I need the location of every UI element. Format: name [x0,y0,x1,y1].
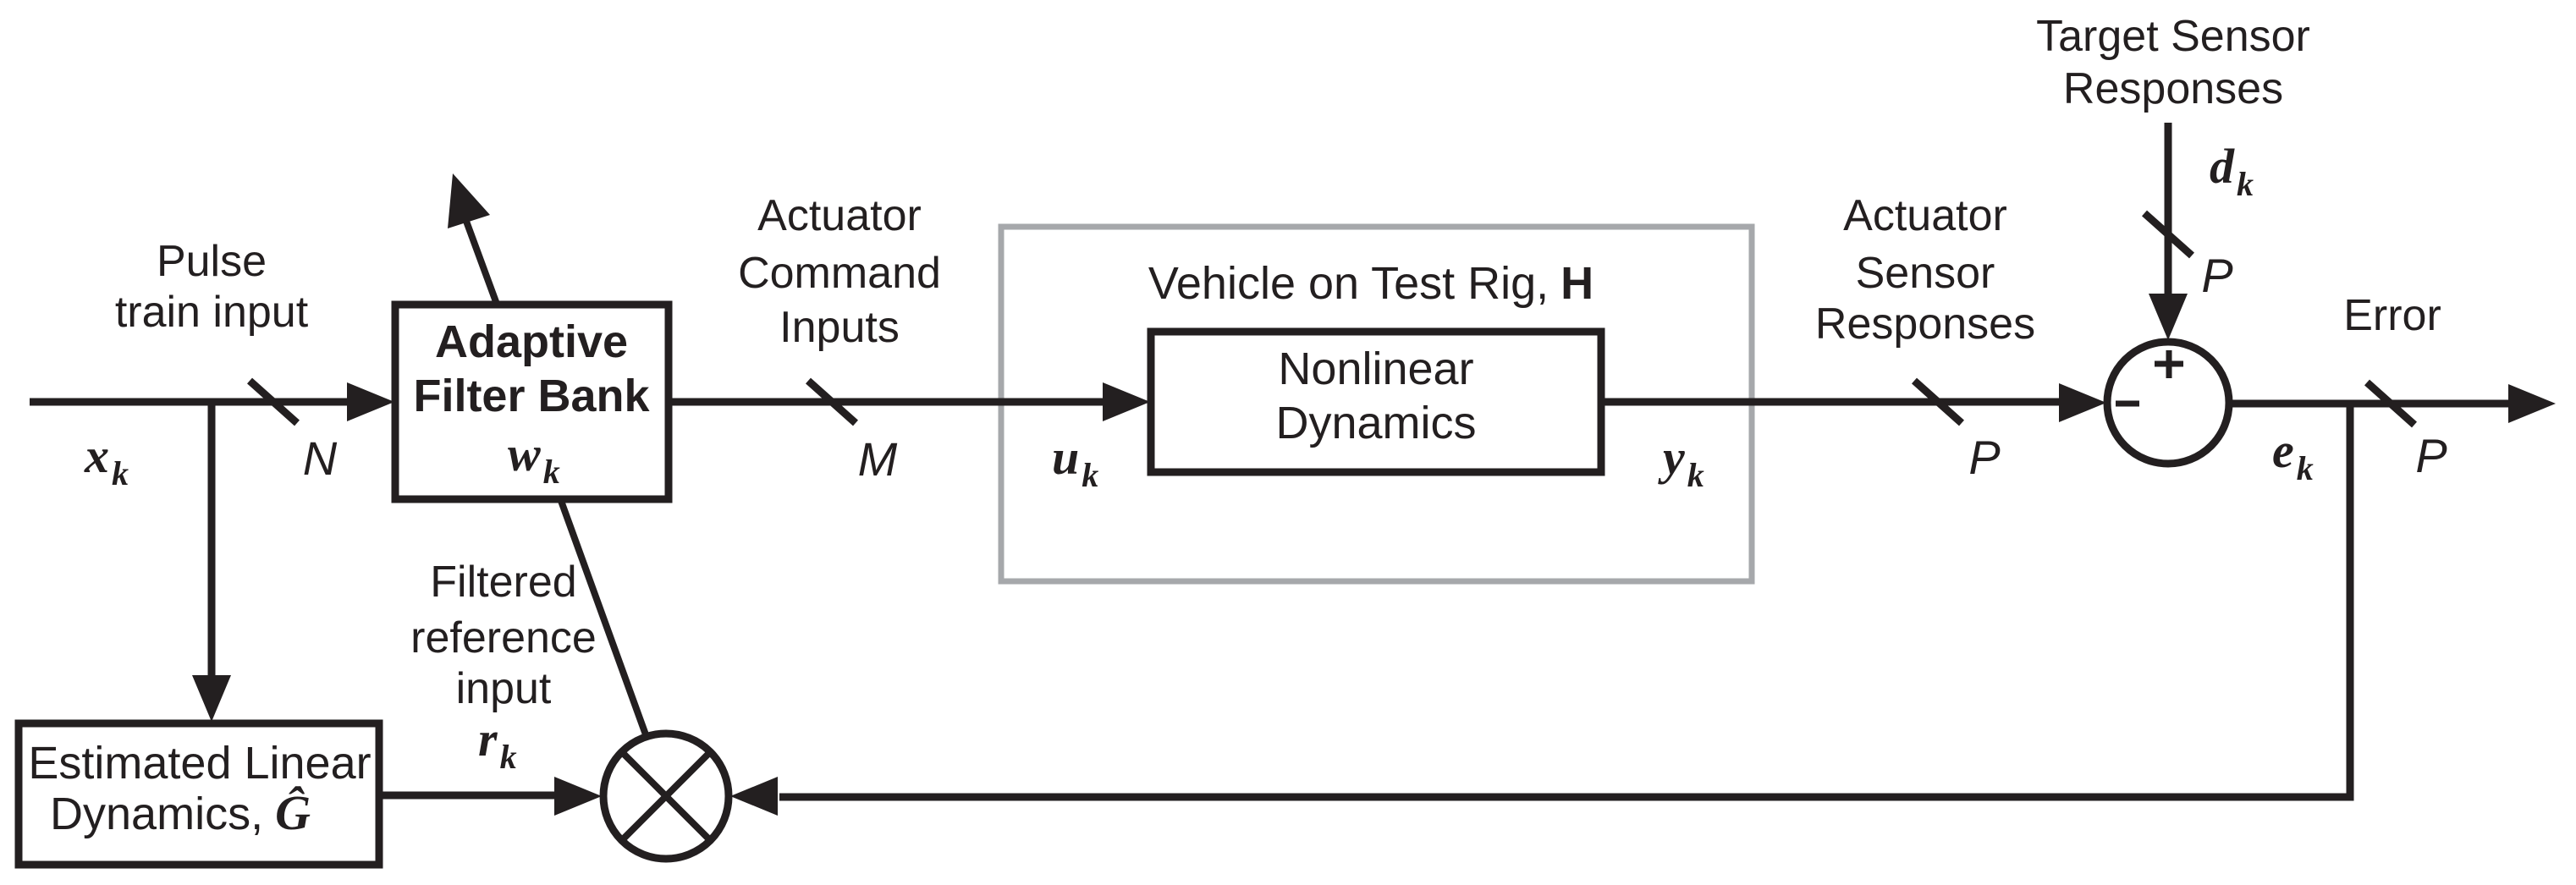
signal-r-main: r [478,712,498,767]
signal-d-sub: k [2237,165,2254,203]
signal-e-sub: k [2297,449,2314,487]
signal-x-sub: k [112,454,129,492]
bus-slash-p-sensor [1912,377,1964,426]
error-label: Error [2343,291,2441,340]
target-sensor-label-line1: Target Sensor [2036,12,2310,61]
bus-width-p-sensor-label: P [1968,431,2000,484]
nonlinear-dynamics-label-line2: Dynamics [1275,398,1476,448]
arrowhead-into-estimated-dynamics [192,675,231,722]
bus-slash-m [806,377,858,426]
bus-slash-p-target [2142,210,2194,259]
error-feedback-wire [779,404,2354,801]
bus-width-p-target-label: P [2201,249,2232,302]
signal-w-sub: k [543,453,560,491]
summing-junction [2103,338,2233,468]
adaptive-filter-bank-label-line2: Filter Bank [413,371,650,421]
arrowhead-into-nonlinear [1103,382,1150,421]
nonlinear-dynamics-block [1147,327,1605,476]
vehicle-test-rig-label: Vehicle on Test Rig,H [1148,258,1593,309]
signal-y-label: yk [1658,430,1704,494]
arrowhead-into-filter-bank [347,382,394,421]
vehicle-test-rig-text: Vehicle on Test Rig, [1148,258,1549,309]
signal-e-label: ek [2272,423,2314,487]
arrowhead-error-output [2508,384,2556,423]
signal-w-label: wk [508,426,560,491]
signal-x-label: xk [84,428,129,492]
actuator-sensor-label-line3: Responses [1815,300,2035,349]
signal-y-main: y [1658,430,1685,485]
arrowhead-feedback-into-multiplier [730,777,778,816]
signal-d-main: d [2210,139,2235,194]
actuator-sensor-label-line2: Sensor [1856,249,1995,298]
weight-update-wire [461,215,501,308]
estimated-linear-dynamics-symbol-G: Ĝ [275,785,311,840]
actuator-command-label-line1: Actuator [757,191,922,240]
signal-u-main: u [1052,430,1079,485]
signal-r-label: rk [478,712,517,776]
multiplier-cross-2 [620,750,712,842]
filtered-reference-label-line2: reference [410,613,597,662]
actuator-command-label-line3: Inputs [779,303,900,352]
signal-r-sub: k [500,738,517,776]
adaptive-filter-bank-block [391,300,673,503]
bus-slash-p-error [2364,379,2417,428]
arrowhead-weight-update [448,173,490,228]
filtered-reference-label-line1: Filtered [430,558,576,607]
estimated-linear-dynamics-block [14,719,383,869]
estimated-linear-dynamics-text: Dynamics, [50,789,263,839]
actuator-sensor-label-line1: Actuator [1843,191,2007,240]
arrowhead-into-summer [2059,383,2106,422]
signal-u-sub: k [1082,456,1098,494]
estimated-linear-dynamics-label-line2: Dynamics,Ĝ [50,785,311,840]
signal-y-sub: k [1687,456,1704,494]
pulse-train-label-line2: train input [115,288,309,337]
bus-width-p-error-label: P [2415,429,2447,482]
actuator-command-label-line2: Command [738,249,941,298]
nonlinear-dynamics-label-line1: Nonlinear [1278,344,1473,394]
arrowhead-target-into-summer [2149,294,2188,340]
signal-d-label: dk [2210,139,2254,203]
estimated-linear-dynamics-label-line1: Estimated Linear [28,738,371,789]
bus-width-n-label: N [303,432,338,485]
vehicle-test-rig-symbol-H: H [1560,258,1593,309]
signal-w-main: w [508,426,541,481]
filter-to-multiplier-wire [558,499,650,739]
target-sensor-label-line2: Responses [2063,64,2283,113]
bus-slash-n [247,377,300,426]
arrowhead-reference-into-multiplier [554,777,602,816]
bus-width-m-label: M [858,432,898,486]
adaptive-filter-bank-label-line1: Adaptive [435,316,628,367]
signal-x-main: x [84,428,109,483]
filtered-reference-label-line3: input [456,664,552,713]
signal-u-label: uk [1052,430,1098,494]
pulse-train-label-line1: Pulse [157,237,267,286]
signal-e-main: e [2272,423,2294,478]
